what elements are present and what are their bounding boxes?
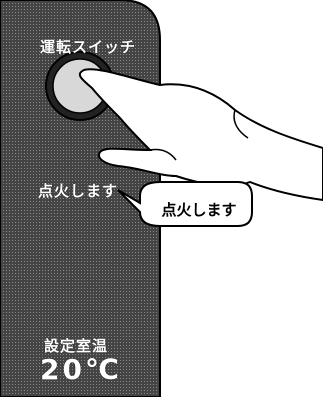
set-temperature-label: 設定室温 [44, 337, 109, 355]
hand-icon [78, 68, 323, 202]
set-temperature-value: 20℃ [40, 353, 122, 386]
operation-switch-label: 運転スイッチ [40, 38, 137, 56]
speech-bubble [117, 181, 253, 227]
speech-bubble-text: 点火します [161, 200, 237, 219]
ignition-status-text: 点火します [38, 182, 119, 200]
